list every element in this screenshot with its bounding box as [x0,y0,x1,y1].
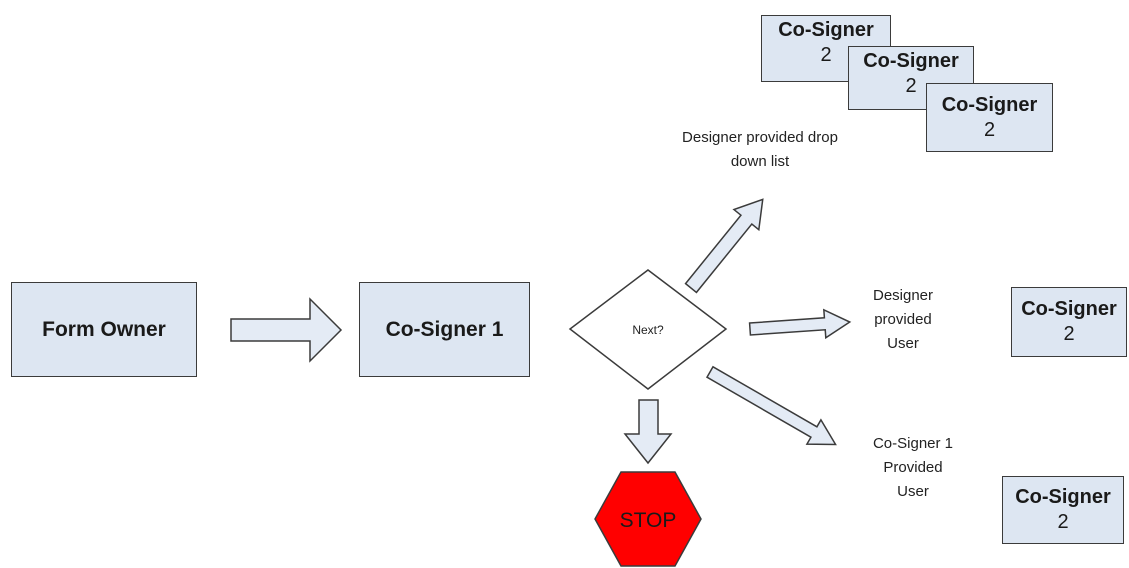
co-signer-2-cosigner-line1: Co-Signer [1015,486,1111,508]
label-designer-user-line3: User [887,335,919,352]
co-signer-2-stack-3-line1: Co-Signer [941,93,1038,116]
co-signer-2-designer-line1: Co-Signer [1021,298,1117,320]
co-signer-2-box-stack-2: Co-Signer 2 [848,46,974,110]
co-signer-2-stack-2-line2: 2 [905,75,917,97]
co-signer-2-stack-1-line2: 2 [820,44,832,66]
arrow-formowner-to-cosigner1 [230,297,343,363]
label-cosigner-user-line3: User [897,483,929,500]
stop-sign [594,471,702,567]
form-owner-label: Form Owner [42,317,166,341]
co-signer-2-stack-3-line2: 2 [983,118,996,141]
co-signer-2-box-designer-user: Co-Signer 2 [1011,287,1127,357]
co-signer-1-label: Co-Signer 1 [385,317,504,341]
decision-diamond [568,269,728,390]
co-signer-2-designer-line2: 2 [1063,323,1075,345]
arrow-to-drop-down-list [684,198,764,294]
label-cosigner-user: Co-Signer 1 Provided User [848,432,978,504]
co-signer-2-box-cosigner-user: Co-Signer 2 [1002,476,1124,544]
co-signer-2-stack-2-line1: Co-Signer [863,50,959,72]
co-signer-1-box: Co-Signer 1 [359,282,530,377]
form-owner-box: Form Owner [11,282,197,377]
label-drop-down-list: Designer provided drop down list [650,126,870,174]
arrow-to-cosigner1-user [705,365,837,446]
co-signer-2-cosigner-line2: 2 [1057,511,1069,533]
arrow-to-stop [623,399,673,465]
label-designer-user-line1: Designer [872,287,934,304]
arrow-to-designer-user [748,308,852,340]
label-cosigner-user-line2: Provided [883,459,943,476]
label-designer-user: Designer provided User [848,284,958,356]
decision-label: Next? [632,323,664,337]
co-signer-2-stack-1-line1: Co-Signer [778,19,874,41]
co-signer-2-box-stack-3: Co-Signer 2 [926,83,1053,152]
label-drop-down-line2: down list [730,153,790,170]
label-drop-down-line1: Designer provided drop [682,129,838,146]
label-designer-user-line2: provided [874,311,932,328]
stop-label: STOP [620,509,677,532]
label-cosigner-user-line1: Co-Signer 1 [872,435,954,452]
